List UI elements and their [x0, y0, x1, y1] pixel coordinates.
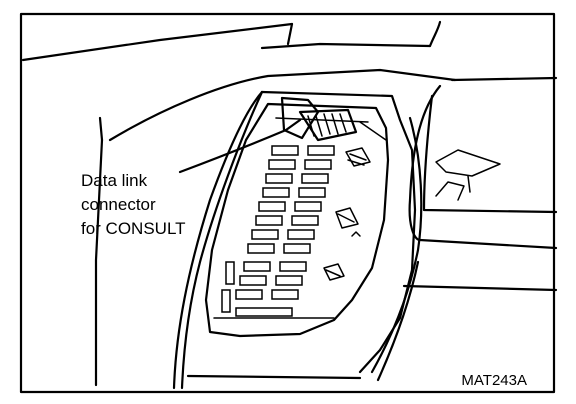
dashboard-outline	[21, 20, 457, 387]
lower-outline	[186, 260, 558, 382]
callout-leader	[178, 118, 302, 174]
data-link-connector	[280, 96, 358, 142]
callout-line-1: Data link	[81, 171, 148, 190]
fuse-panel	[204, 102, 390, 338]
figure-code: MAT243A	[461, 372, 527, 389]
figure-border	[19, 12, 556, 394]
callout-line-3: for CONSULT	[81, 219, 186, 238]
console-trim	[172, 90, 423, 390]
callout-line-2: connector	[81, 195, 156, 214]
right-panel	[408, 76, 558, 250]
